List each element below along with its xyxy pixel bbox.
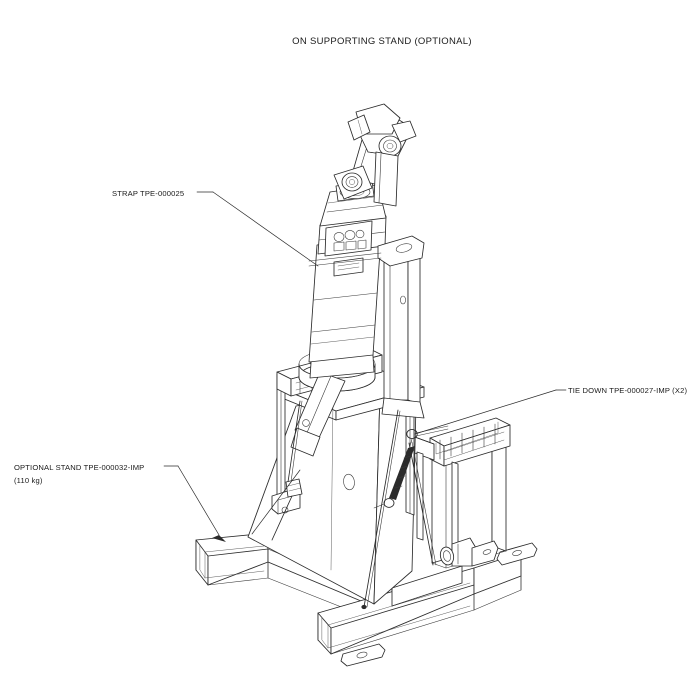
breaker-cylinder-body <box>308 180 387 379</box>
breaker-arm-side-plate <box>373 151 399 207</box>
breaker-strap <box>308 252 382 267</box>
label-strap: STRAP TPE-000025 <box>112 189 184 198</box>
breaker-head-linkage <box>333 103 417 207</box>
mast-bolt-hole <box>400 295 406 305</box>
label-optional-stand-weight: (110 kg) <box>14 476 43 485</box>
tie-down-strap-center <box>361 409 401 610</box>
mast-cap <box>377 235 425 267</box>
strap-callout: STRAP TPE-000025 <box>112 189 319 267</box>
tie-down-strap-right-long <box>408 441 437 566</box>
breaker-tool-shank <box>290 371 346 457</box>
base-rail-rear-left <box>391 565 463 607</box>
optional-stand-callout: OPTIONAL STAND TPE-000032-IMP (110 kg) <box>14 463 226 542</box>
right-bracket-assembly <box>411 417 511 569</box>
breaker-valve-block <box>324 220 373 257</box>
base-rail-front-left <box>195 532 269 586</box>
breaker-top-tab <box>391 120 417 143</box>
tie-down-callout: TIE DOWN TPE-000027-IMP (X2) <box>414 386 687 435</box>
label-optional-stand: OPTIONAL STAND TPE-000032-IMP <box>14 463 144 472</box>
tie-down-turnbuckle-right <box>373 428 418 509</box>
optional-stand-secondary-leader <box>251 469 301 535</box>
base-rail-rear-right <box>473 542 538 611</box>
label-tie-down: TIE DOWN TPE-000027-IMP (X2) <box>568 386 687 395</box>
bracket-bushing <box>439 546 455 566</box>
mast-column <box>377 235 425 419</box>
stand-access-hole <box>343 473 355 491</box>
breaker-top-bracket <box>347 103 401 141</box>
page-title: ON SUPPORTING STAND (OPTIONAL) <box>292 36 472 47</box>
breaker-pivot-lower <box>333 165 373 200</box>
